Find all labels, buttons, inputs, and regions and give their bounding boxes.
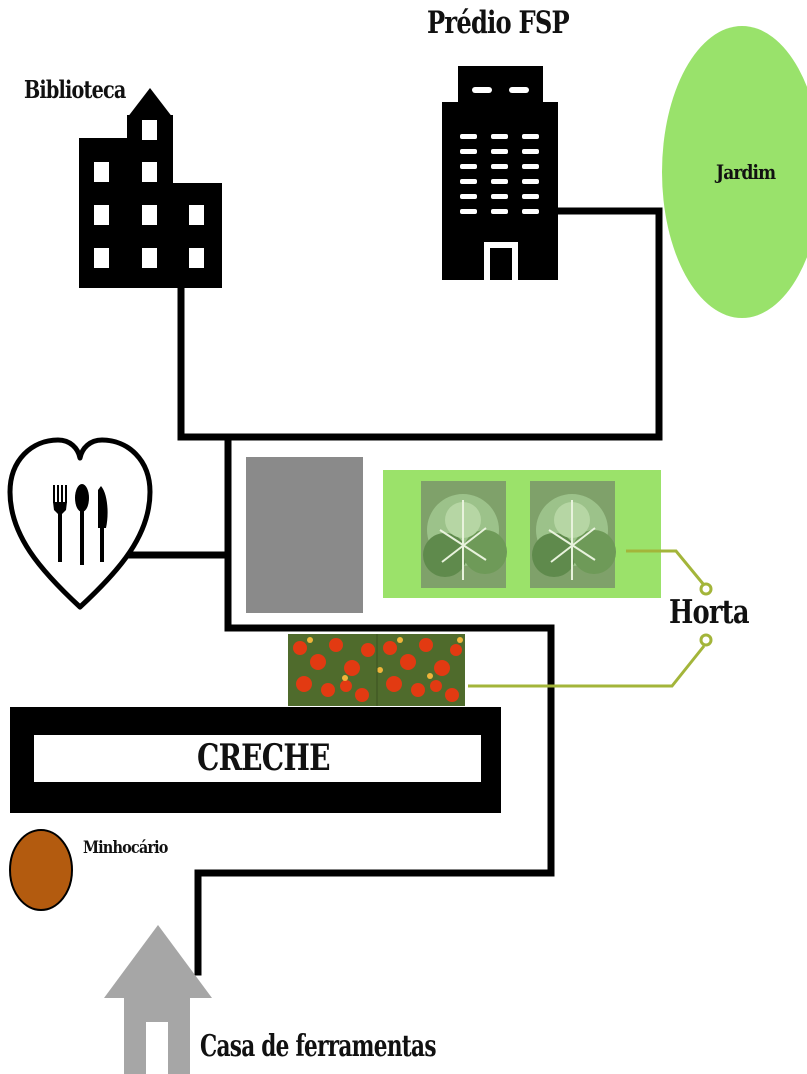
biblioteca-label: Biblioteca bbox=[24, 75, 126, 104]
heart-cutlery-icon bbox=[7, 437, 153, 610]
spoon-icon bbox=[75, 484, 89, 565]
path-central bbox=[194, 433, 555, 976]
horta-label: Horta bbox=[669, 592, 749, 631]
horta-callouts bbox=[468, 549, 713, 688]
creche-label: CRECHE bbox=[197, 737, 330, 779]
knife-icon bbox=[98, 486, 108, 562]
flower-bed-image bbox=[288, 634, 465, 706]
library-building-icon bbox=[79, 88, 222, 288]
creche-building bbox=[10, 707, 501, 813]
cabbage-image-2 bbox=[530, 481, 616, 588]
path-network bbox=[124, 207, 663, 976]
fork-icon bbox=[53, 485, 67, 562]
cabbage-image-1 bbox=[421, 481, 507, 588]
predio-fsp-label: Prédio FSP bbox=[427, 5, 570, 41]
casa-de-ferramentas-label: Casa de ferramentas bbox=[200, 1029, 436, 1064]
jardim-label: Jardim bbox=[716, 160, 776, 184]
minhocario-label: Minhocário bbox=[83, 838, 168, 858]
house-icon bbox=[104, 925, 212, 1074]
jardim-area bbox=[662, 26, 807, 318]
minhocario-circle bbox=[9, 829, 73, 911]
gray-building bbox=[246, 457, 363, 613]
office-tower-icon bbox=[442, 66, 558, 280]
path-biblioteca-predio bbox=[177, 207, 663, 441]
